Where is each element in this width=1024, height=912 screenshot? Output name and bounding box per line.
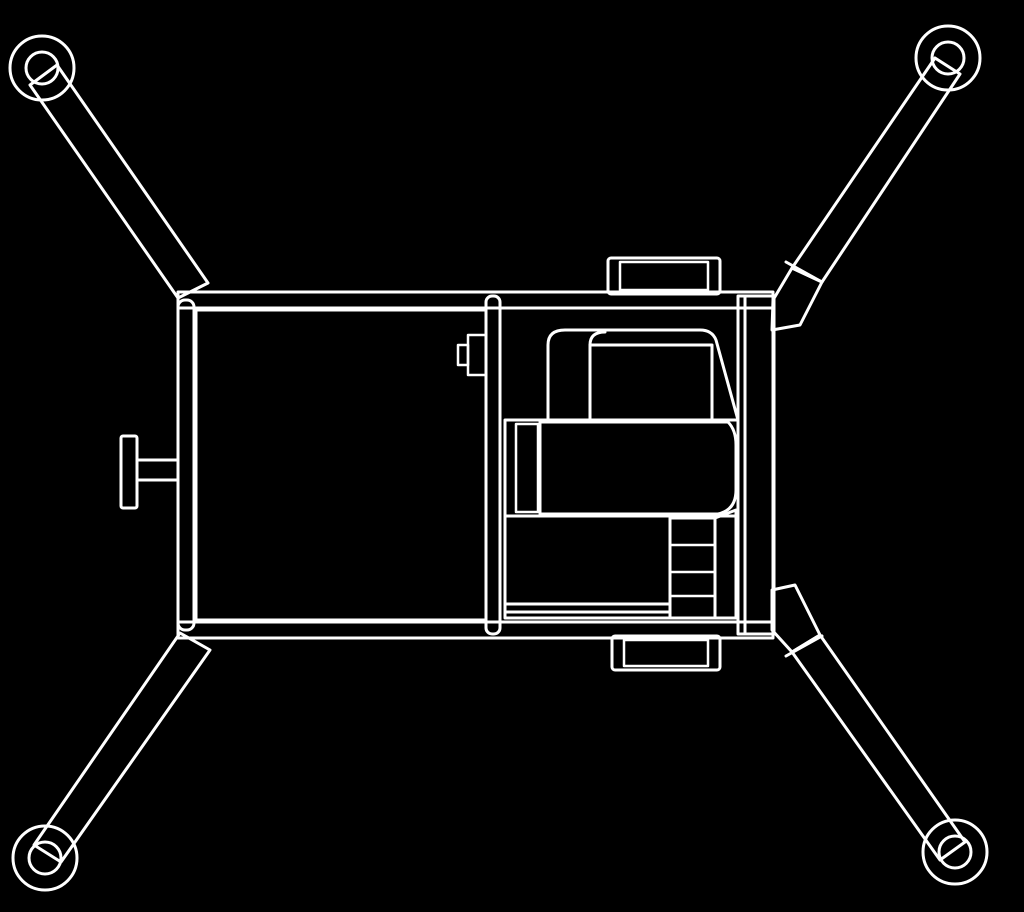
right-end-rail bbox=[736, 294, 776, 636]
left-compartment-panel bbox=[194, 308, 488, 622]
outrigger-leg-bottom-left bbox=[11, 631, 212, 892]
outrigger-leg-top-left bbox=[8, 34, 210, 300]
engine-block bbox=[503, 328, 740, 620]
top-clamp bbox=[606, 256, 722, 296]
t-handle bbox=[119, 434, 180, 510]
outrigger-leg-top-right bbox=[770, 24, 982, 332]
outrigger-leg-bottom-right bbox=[770, 583, 989, 886]
bottom-clamp bbox=[610, 634, 722, 672]
